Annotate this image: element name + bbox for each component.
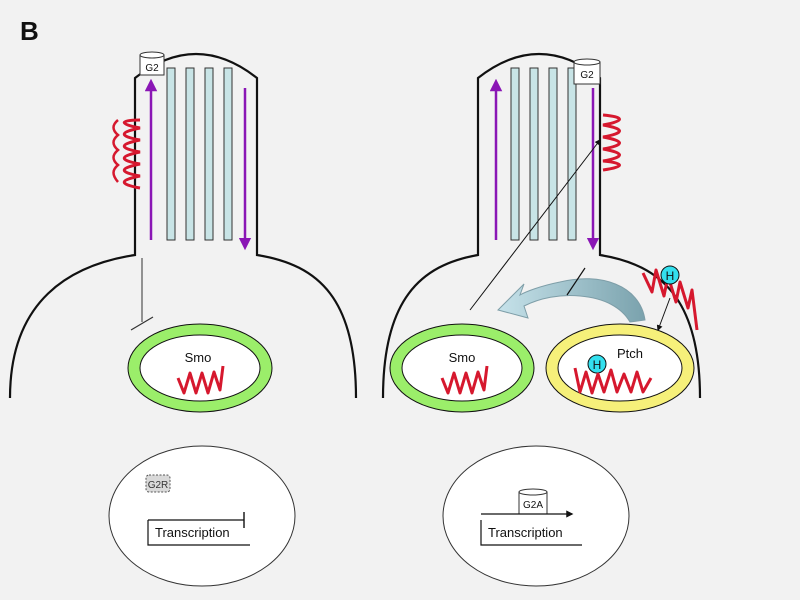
left-cell: G2 Smo G2R Transcription (8, 51, 358, 587)
right-recycle-block (566, 267, 586, 296)
left-transcription-label: Transcription (155, 525, 230, 540)
right-g2-label: G2 (580, 70, 594, 81)
right-hedgehog-bound-label: H (593, 358, 602, 372)
right-g2a-cylinder: G2A (518, 488, 548, 515)
left-g2-cylinder: G2 (139, 51, 165, 76)
left-smo-membrane-wave (122, 118, 141, 190)
right-promoter-line (480, 520, 582, 546)
right-ptch-internalize-arrow (656, 297, 671, 332)
right-nucleus (442, 445, 630, 587)
panel-letter: B (20, 16, 39, 46)
left-smo-wave (176, 365, 225, 395)
left-cell-membrane (8, 53, 358, 399)
right-cell: G2 H Smo Ptch H G2A (381, 53, 702, 587)
left-g2r-label: G2R (148, 480, 169, 491)
left-g2r-box: G2R (145, 474, 171, 493)
left-promoter-line (147, 520, 250, 546)
right-hedgehog-ligand (660, 265, 680, 285)
right-smo-label: Smo (449, 350, 476, 365)
right-microtubules (510, 67, 577, 241)
left-g2-label: G2 (145, 63, 159, 74)
left-smo-label: Smo (185, 350, 212, 365)
right-hedgehog-label: H (666, 269, 675, 283)
right-ptch-label: Ptch (617, 346, 643, 361)
right-g2a-label: G2A (523, 500, 543, 511)
right-recycle-arrow (497, 278, 646, 323)
right-transcription-label: Transcription (488, 525, 563, 540)
left-inhibition-bar (130, 316, 154, 331)
left-nucleus (108, 445, 296, 587)
right-smo-wave (440, 365, 489, 395)
left-smo-membrane-wave-left (112, 119, 120, 183)
right-ptch-membrane-wave (641, 268, 699, 331)
right-g2-cylinder: G2 (573, 58, 601, 85)
right-smo-cilium-wave (602, 113, 621, 172)
left-microtubules (166, 67, 233, 241)
right-smo-transport-arrow (469, 139, 601, 311)
right-ptch-wave (573, 367, 653, 395)
